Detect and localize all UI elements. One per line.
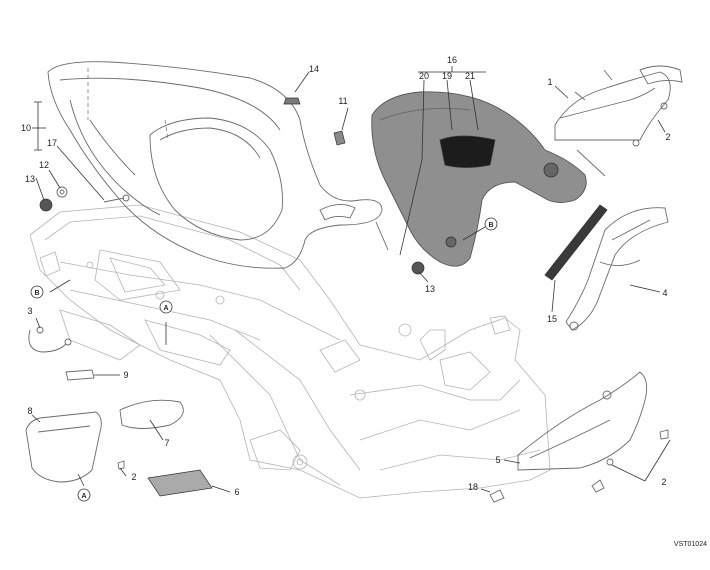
bracket-4-drawing [565, 207, 669, 331]
ref-a-top: A [163, 305, 168, 312]
callout-5: 5 [495, 455, 500, 465]
callout-17: 17 [47, 138, 57, 148]
callout-13-left: 13 [25, 174, 35, 184]
callout-8: 8 [27, 406, 32, 416]
side-cover-5-drawing [517, 371, 648, 471]
callout-2-left: 2 [131, 472, 136, 482]
callout-15: 15 [547, 314, 557, 324]
callout-18: 18 [468, 482, 478, 492]
callout-9: 9 [123, 370, 128, 380]
callout-2-bottom: 2 [661, 477, 666, 487]
ref-b-circle-left [30, 285, 44, 299]
drawing-code: VST01024 [674, 541, 707, 548]
callout-6: 6 [234, 487, 239, 497]
callout-7: 7 [164, 438, 169, 448]
reference-marks: B B A A [30, 217, 498, 502]
callout-19: 19 [442, 71, 452, 81]
ref-b-right: B [488, 222, 493, 229]
seat-drawing [47, 61, 383, 269]
callout-2-top: 2 [665, 132, 670, 142]
callouts: 1 2 2 2 3 4 5 6 7 8 9 10 11 12 13 13 14 … [21, 55, 671, 497]
callout-14: 14 [309, 64, 319, 74]
ref-a-circle-top [159, 300, 173, 314]
callout-10: 10 [21, 123, 31, 133]
callout-20: 20 [419, 71, 429, 81]
callout-4: 4 [662, 288, 667, 298]
ref-a-bottom: A [81, 493, 86, 500]
callout-12: 12 [39, 160, 49, 170]
frame-drawing [29, 204, 551, 499]
ref-b-circle-right [484, 217, 498, 231]
callout-1: 1 [547, 77, 552, 87]
callout-16: 16 [447, 55, 457, 65]
callout-11: 11 [338, 96, 347, 106]
callout-3: 3 [27, 306, 32, 316]
panel-15-drawing [544, 204, 608, 281]
callout-13-right: 13 [425, 284, 435, 294]
ref-b-left: B [34, 290, 39, 297]
ref-a-circle-bottom [77, 488, 91, 502]
leader-lines [31, 66, 671, 493]
tail-cover-drawing [371, 91, 587, 267]
bracket-1-drawing [554, 65, 683, 147]
small-parts-drawing [25, 97, 669, 503]
callout-21: 21 [465, 71, 475, 81]
